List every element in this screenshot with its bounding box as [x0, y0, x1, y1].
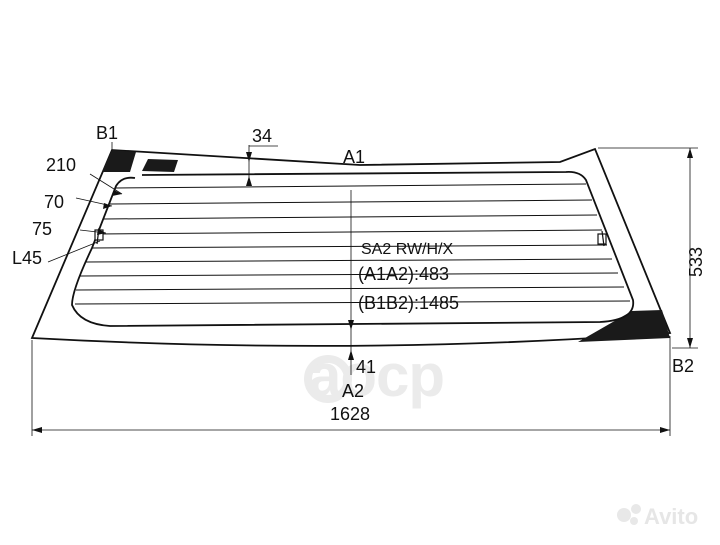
ceramic-patch-top-mid [142, 159, 178, 172]
label-l45: L45 [12, 248, 42, 268]
label-width-dim: 1628 [330, 404, 370, 424]
arrow-right-icon [103, 203, 112, 209]
heating-area [71, 171, 635, 327]
ceramic-patch-bottom-right [578, 310, 670, 342]
arrow-down-icon [348, 320, 354, 330]
badge-dot-icon [631, 504, 641, 514]
badge-text: Avito [644, 504, 698, 529]
left-leaders [47, 142, 123, 263]
info-b1b2: (B1B2):1485 [358, 293, 459, 313]
glass-outline [30, 147, 672, 347]
arrow-left-icon [32, 427, 42, 433]
heater-line [91, 244, 608, 249]
watermark-brand: aocp [308, 342, 444, 409]
label-b1: B1 [96, 123, 118, 143]
watermark: aocp [304, 342, 445, 409]
heater-line [79, 272, 619, 277]
leader-210 [89, 173, 123, 195]
heater-line [115, 183, 587, 189]
arrow-up-icon [687, 148, 693, 158]
arrow-right-icon [97, 229, 106, 235]
heater-line [85, 258, 613, 263]
arrow-right-icon [112, 190, 122, 196]
heater-terminal-right [597, 230, 607, 247]
terminal-pin [601, 230, 605, 247]
leader-l45 [47, 240, 101, 263]
heater-line [97, 229, 603, 235]
label-a2: A2 [342, 381, 364, 401]
heater-line [103, 214, 598, 220]
badge-dot-icon [630, 517, 638, 525]
label-70: 70 [44, 192, 64, 212]
arrow-up-icon [246, 176, 252, 186]
label-top-dim: 34 [252, 126, 272, 146]
heater-line [74, 300, 631, 305]
arrow-down-icon [687, 338, 693, 348]
ceramic-patch-top-left [102, 150, 136, 172]
label-bottom-dim: 41 [356, 357, 376, 377]
watermark-circle [304, 355, 352, 403]
label-75: 75 [32, 219, 52, 239]
info-code: SA2 RW/H/X [361, 241, 454, 258]
label-b2: B2 [672, 356, 694, 376]
arrow-right-icon [660, 427, 670, 433]
label-210: 210 [46, 155, 76, 175]
label-right-dim: 533 [686, 247, 706, 277]
heater-line [75, 286, 625, 291]
info-a1a2: (A1A2):483 [358, 264, 449, 284]
badge-dot-icon [617, 508, 631, 522]
heater-lines [74, 183, 631, 305]
avito-badge: Avito [617, 504, 698, 529]
arrow-down-icon [246, 152, 252, 162]
label-a1: A1 [343, 147, 365, 167]
arrow-up-icon [348, 350, 354, 360]
